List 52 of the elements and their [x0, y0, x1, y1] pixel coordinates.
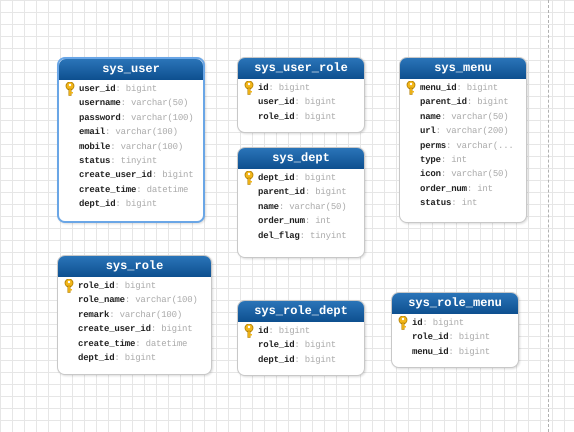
- column-entry: create_user_id: bigint: [79, 169, 194, 182]
- column-entry: role_name: varchar(100): [78, 294, 198, 306]
- table-name: sys_user: [102, 62, 160, 77]
- column-entry: del_flag: tinyint: [258, 230, 346, 242]
- table-card: [57, 57, 205, 223]
- column-entry: status: int: [420, 197, 478, 210]
- table-card: [57, 255, 212, 375]
- column-entry: mobile: varchar(100): [79, 140, 184, 153]
- column-entry: create_user_id: bigint: [78, 323, 192, 336]
- table-card: [237, 147, 365, 258]
- table-card: [399, 57, 527, 223]
- column-entry: username: varchar(50): [79, 97, 188, 110]
- column-entry: id: bigint: [258, 325, 310, 337]
- column-entry: create_time: datetime: [78, 338, 188, 350]
- column-entry: dept_id: bigint: [258, 354, 336, 366]
- column-entry: user_id: bigint: [258, 96, 336, 108]
- column-entry: role_id: bigint: [412, 331, 490, 344]
- column-entry: remark: varchar(100): [78, 308, 182, 321]
- table-card: [237, 300, 365, 376]
- column-entry: order_num: int: [420, 182, 493, 195]
- column-entry: email: varchar(100): [79, 126, 178, 138]
- column-entry: status: tinyint: [79, 155, 158, 167]
- column-entry: id: bigint: [258, 82, 310, 94]
- column-entry: dept_id: bigint: [79, 198, 158, 210]
- column-entry: role_id: bigint: [78, 280, 156, 292]
- column-entry: role_id: bigint: [258, 339, 336, 352]
- column-entry: menu_id: bigint: [412, 346, 490, 358]
- column-entry: parent_id: bigint: [258, 186, 346, 198]
- column-entry: order_num: int: [258, 215, 331, 228]
- table-name: sys_dept: [272, 151, 330, 166]
- column-entry: id: bigint: [412, 317, 464, 329]
- column-entry: type: int: [420, 154, 467, 166]
- column-entry: parent_id: bigint: [420, 96, 508, 108]
- column-entry: password: varchar(100): [79, 112, 194, 124]
- table-name: sys_role: [106, 259, 164, 274]
- column-entry: role_id: bigint: [258, 110, 336, 123]
- table-name: sys_user_role: [254, 61, 348, 76]
- column-entry: dept_id: bigint: [258, 172, 336, 184]
- column-entry: menu_id: bigint: [420, 82, 498, 94]
- table-name: sys_role_menu: [408, 296, 502, 311]
- column-entry: dept_id: bigint: [78, 352, 156, 364]
- column-entry: icon: varchar(50): [420, 168, 508, 180]
- column-entry: create_time: datetime: [79, 184, 188, 196]
- table-name: sys_menu: [434, 61, 492, 76]
- column-entry: perms: varchar(...: [420, 140, 514, 152]
- column-entry: name: varchar(50): [420, 110, 508, 123]
- table-name: sys_role_dept: [254, 304, 348, 319]
- table-card: [237, 57, 365, 133]
- column-entry: user_id: bigint: [79, 83, 158, 95]
- column-entry: name: varchar(50): [258, 200, 346, 213]
- column-entry: url: varchar(200): [420, 125, 508, 138]
- table-card: [391, 292, 519, 368]
